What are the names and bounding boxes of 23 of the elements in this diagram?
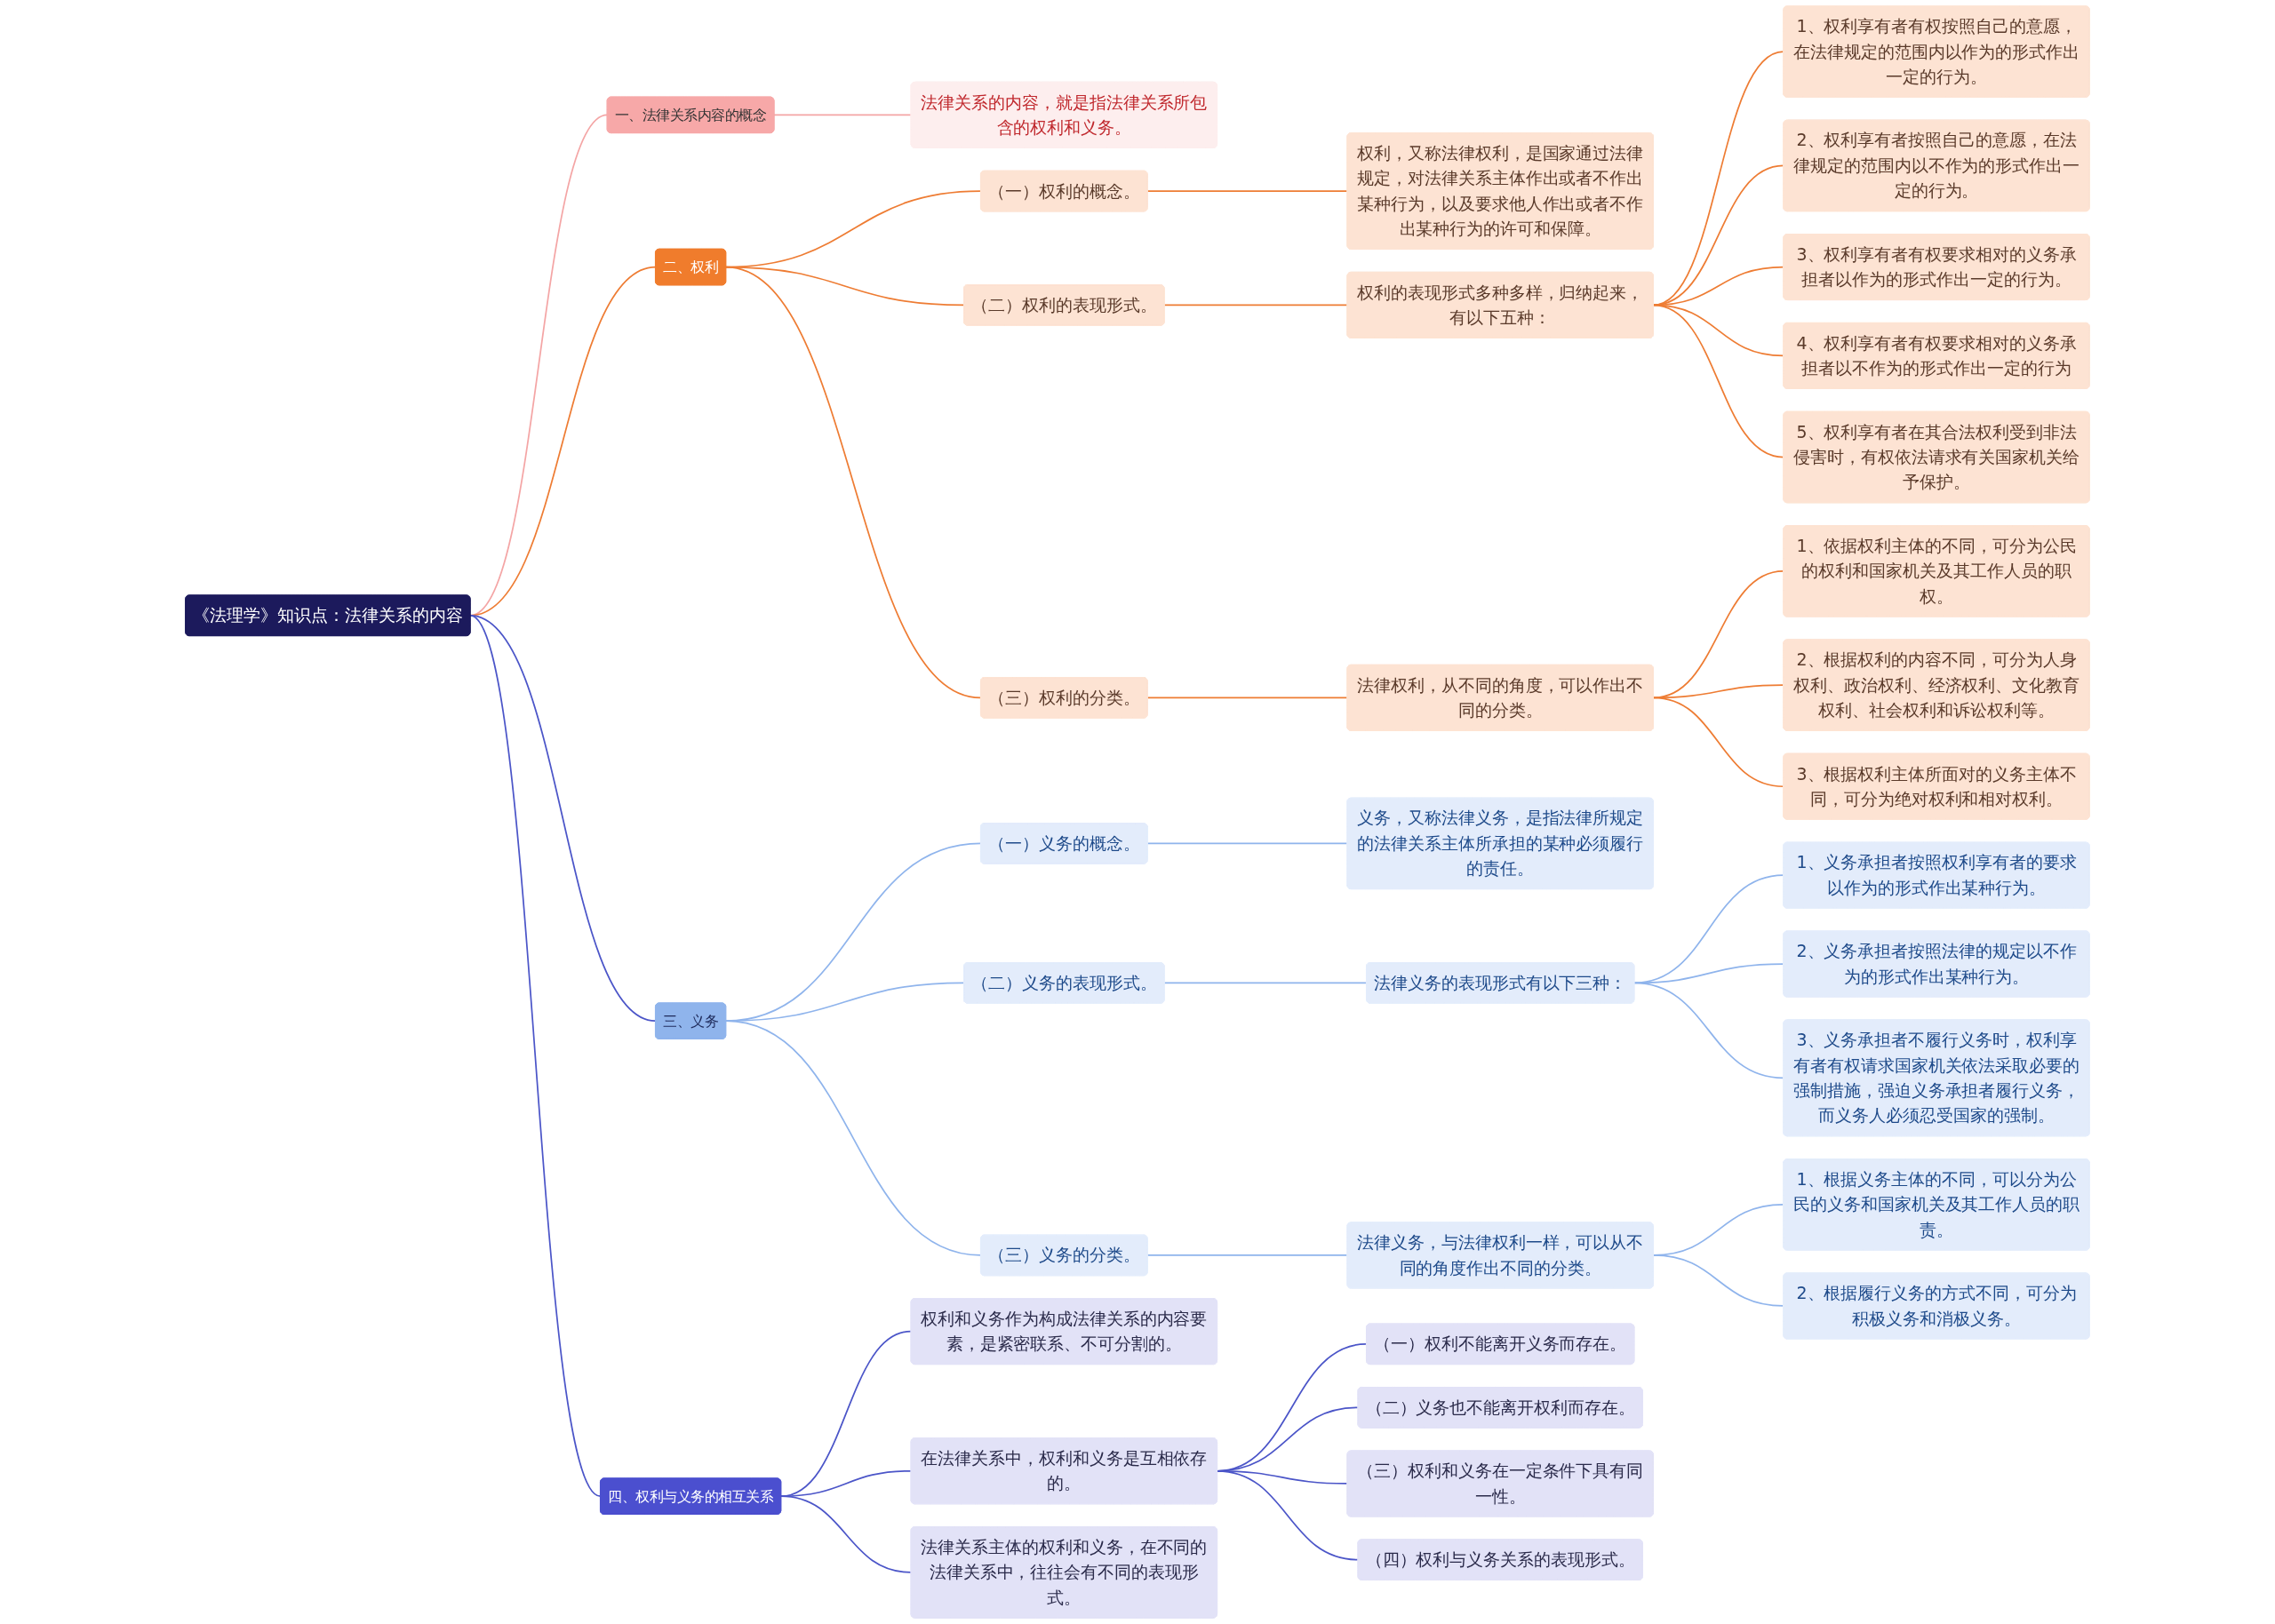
connector <box>1652 266 1784 306</box>
connector <box>1652 164 1784 306</box>
connector <box>1146 697 1348 699</box>
connector <box>1163 982 1368 984</box>
connector <box>1652 697 1784 788</box>
connector <box>1652 304 1784 458</box>
connector <box>1652 684 1784 699</box>
connector <box>1652 570 1784 699</box>
connector <box>469 614 602 1498</box>
connector <box>779 1495 912 1573</box>
connector <box>1633 874 1784 984</box>
connector <box>1216 1469 1359 1561</box>
connector <box>1146 190 1348 192</box>
connector <box>724 266 982 699</box>
connector <box>1633 963 1784 984</box>
connector <box>1633 982 1784 1079</box>
connector <box>773 114 912 116</box>
connector <box>1146 1254 1348 1256</box>
connector <box>1652 51 1784 306</box>
connector <box>1146 842 1348 845</box>
connector <box>1652 1254 1784 1307</box>
connector <box>1163 304 1348 306</box>
connector <box>724 1020 982 1256</box>
